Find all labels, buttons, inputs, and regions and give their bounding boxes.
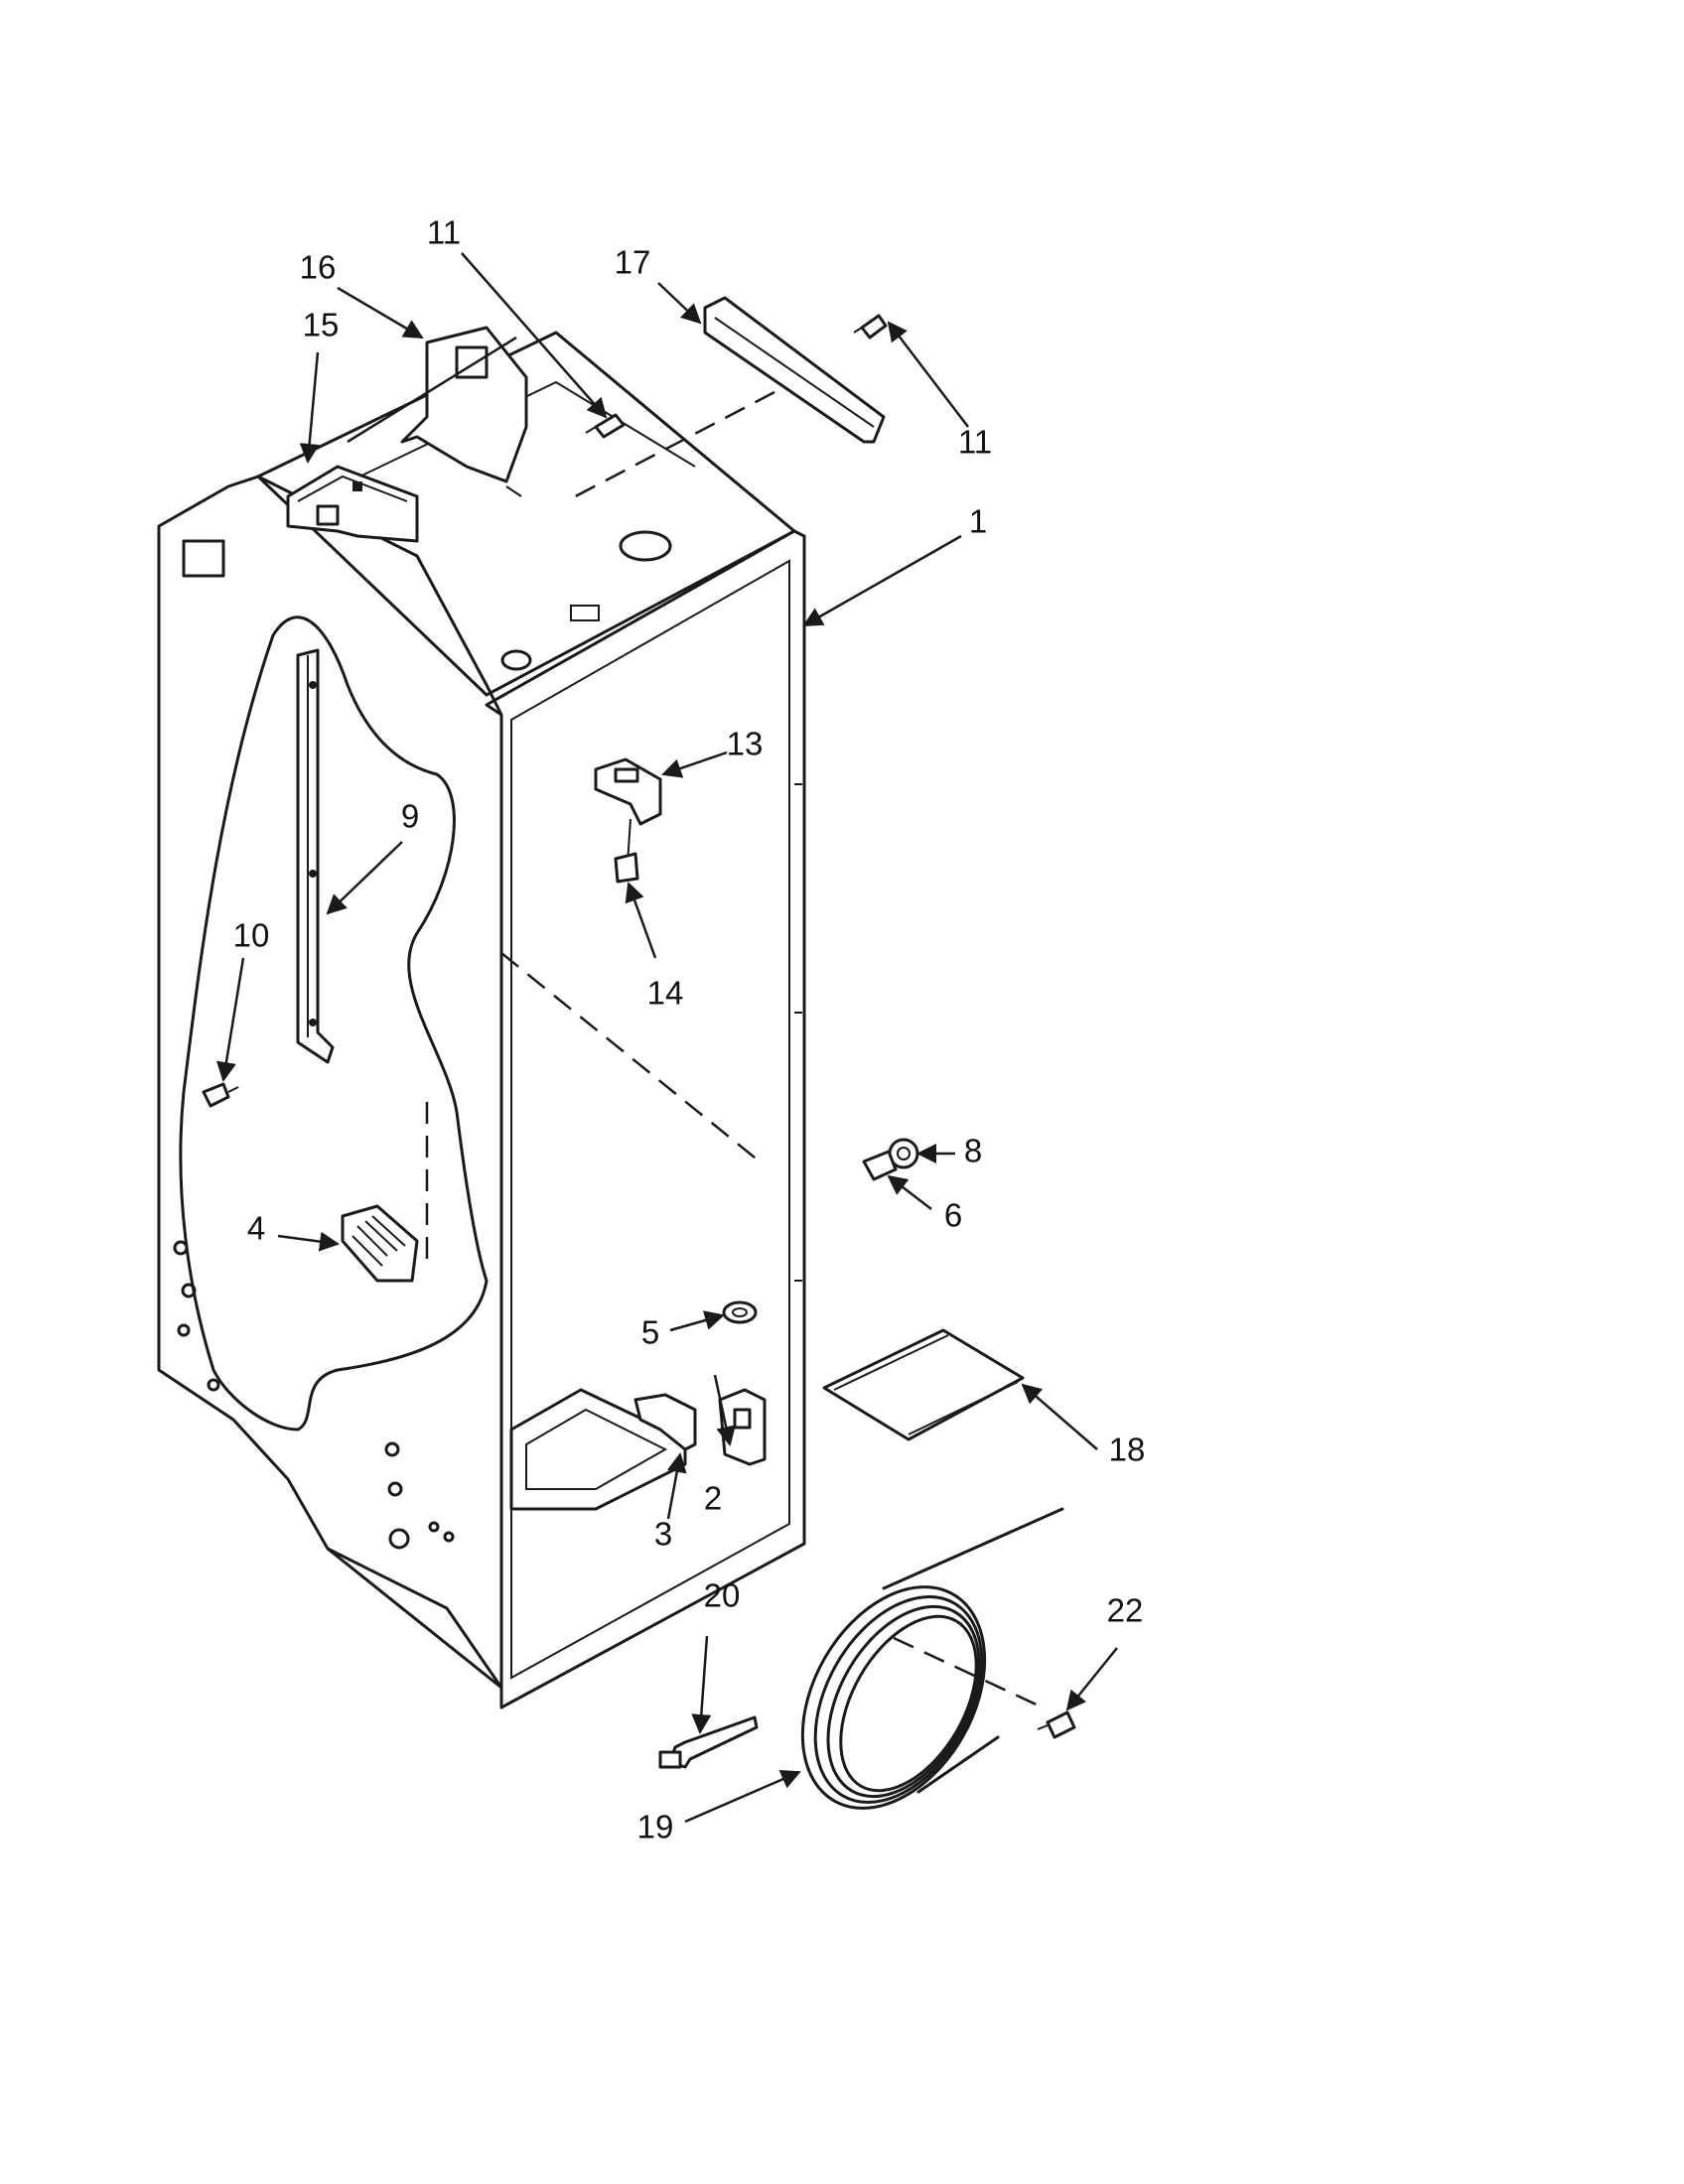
water-tubing-19 <box>800 1507 1064 1810</box>
tie-strap-20 <box>658 1715 759 1769</box>
top-rail-17 <box>565 296 886 503</box>
callout-9: 9 <box>401 798 419 835</box>
bracket-2-3 <box>633 1388 767 1466</box>
callout-22: 22 <box>1107 1592 1144 1629</box>
callout-6: 6 <box>944 1197 962 1234</box>
callout-3: 3 <box>654 1516 672 1553</box>
screw-washer-6-8 <box>862 1138 919 1181</box>
screw-14 <box>614 852 639 884</box>
cabinet-liner <box>157 331 806 1709</box>
callout-8: 8 <box>964 1133 982 1169</box>
leader-lines <box>216 252 1118 1824</box>
callout-19: 19 <box>637 1809 674 1845</box>
callout-11-right: 11 <box>958 424 992 461</box>
screw-10 <box>202 1082 239 1108</box>
callout-15: 15 <box>303 307 340 343</box>
callout-16: 16 <box>300 249 337 286</box>
screw-11-right <box>853 314 888 340</box>
callout-labels: 1 2 3 4 5 6 8 9 10 11 11 13 14 15 16 17 … <box>233 214 1146 1845</box>
grommet-5 <box>722 1300 758 1324</box>
callout-10: 10 <box>233 917 270 954</box>
callout-11-left: 11 <box>427 214 461 251</box>
screw-11-left <box>585 413 626 439</box>
bracket-13 <box>594 757 662 865</box>
screw-22 <box>1037 1710 1076 1739</box>
callout-13: 13 <box>727 726 764 762</box>
control-housing <box>286 465 419 543</box>
callout-2: 2 <box>704 1480 722 1517</box>
callout-4: 4 <box>247 1210 265 1247</box>
callout-5: 5 <box>641 1314 659 1351</box>
bracket-16 <box>347 326 528 497</box>
callout-14: 14 <box>647 975 684 1012</box>
callout-18: 18 <box>1109 1432 1146 1468</box>
callout-1: 1 <box>969 503 987 540</box>
callout-20: 20 <box>704 1577 741 1614</box>
callout-17: 17 <box>615 244 651 281</box>
panel-18 <box>822 1328 1025 1441</box>
vent-grille-4 <box>341 1204 419 1283</box>
